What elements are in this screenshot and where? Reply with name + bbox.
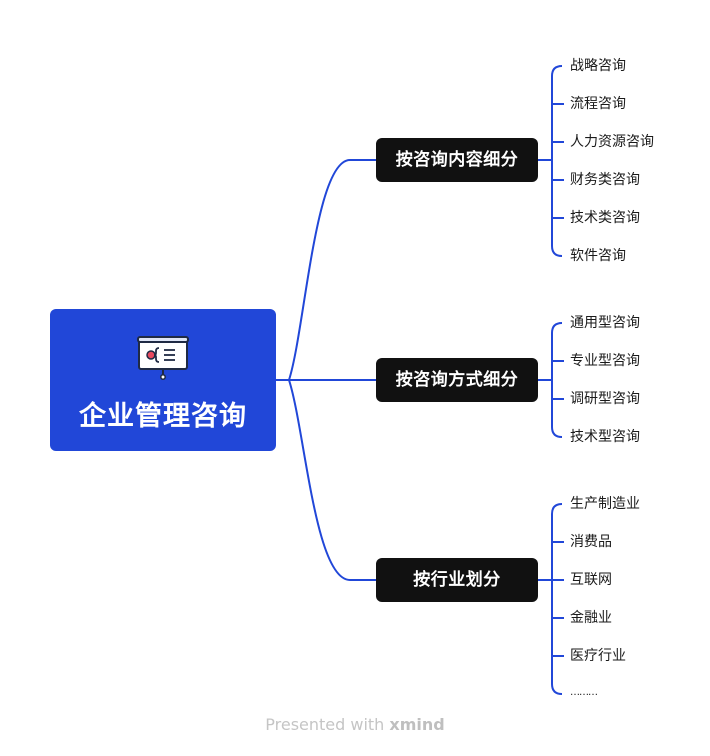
connector-branch-3-spine [551, 503, 563, 695]
leaf-topic[interactable]: 技术型咨询 [570, 429, 640, 445]
connector-branch-1-spine [551, 65, 563, 257]
leaf-topic[interactable]: 专业型咨询 [570, 353, 640, 369]
leaf-topic[interactable]: 互联网 [570, 572, 612, 588]
leaf-topic[interactable]: 流程咨询 [570, 96, 626, 112]
root-topic[interactable] [50, 309, 276, 451]
leaf-topic[interactable]: 软件咨询 [570, 248, 626, 264]
leaf-topic-ellipsis[interactable]: ……… [570, 687, 598, 698]
footer-prefix: Presented with [265, 715, 385, 734]
branch-topic-method[interactable]: 按咨询方式细分 [376, 358, 538, 402]
leaf-topic[interactable]: 消费品 [570, 534, 612, 550]
footer-brand: xmind [389, 715, 445, 734]
connector-branch-2-spine [551, 322, 563, 438]
leaf-topic[interactable]: 财务类咨询 [570, 172, 640, 188]
connector-root-branch-1 [276, 159, 376, 381]
leaf-topic[interactable]: 医疗行业 [570, 648, 626, 664]
leaf-topic[interactable]: 人力资源咨询 [570, 134, 654, 150]
leaf-topic[interactable]: 通用型咨询 [570, 315, 640, 331]
footer-watermark: Presented with xmind [0, 715, 710, 734]
connector-root-branch-3 [288, 379, 376, 581]
root-topic-title: 企业管理咨询 [79, 401, 247, 432]
leaf-topic[interactable]: 技术类咨询 [570, 210, 640, 226]
leaf-topic[interactable]: 战略咨询 [570, 58, 626, 74]
branch-topic-content[interactable]: 按咨询内容细分 [376, 138, 538, 182]
leaf-topic[interactable]: 生产制造业 [570, 496, 640, 512]
leaf-topic[interactable]: 金融业 [570, 610, 612, 626]
presentation-board-icon [137, 336, 189, 380]
leaf-topic[interactable]: 调研型咨询 [570, 391, 640, 407]
branch-topic-industry[interactable]: 按行业划分 [376, 558, 538, 602]
